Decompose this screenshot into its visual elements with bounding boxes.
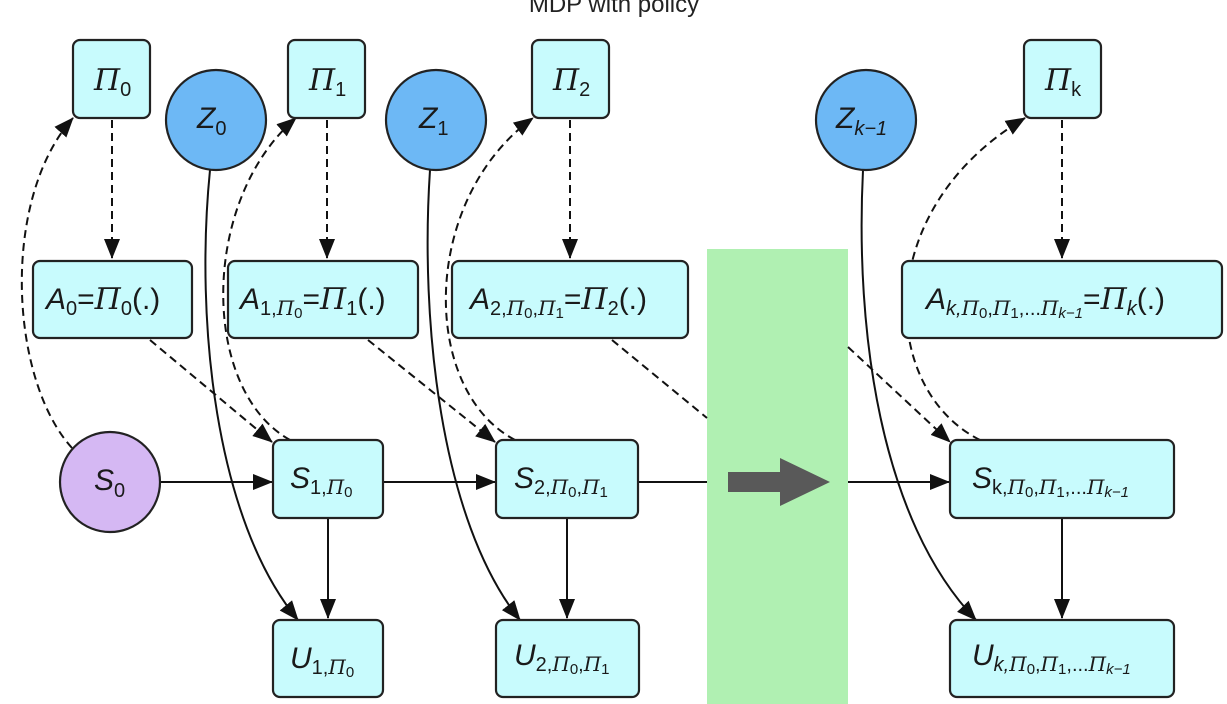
node-u1: U1,Π0 — [271, 618, 385, 699]
diagram-title: MDP with policy — [529, 0, 699, 18]
edge-a1-s2 — [367, 339, 496, 443]
node-uk: Uk,Π0,Π1,...Πk−1 — [948, 618, 1176, 699]
node-pik: Πk — [1022, 38, 1103, 120]
svg-text:Z1: Z1 — [418, 102, 448, 140]
svg-text:Sk,Π0,Π1,...Πk−1: Sk,Π0,Π1,...Πk−1 — [972, 462, 1129, 501]
node-a2: A2,Π0,Π1=Π2(.) — [450, 259, 690, 340]
edge-a2-gap — [611, 339, 708, 419]
node-u2: U2,Π0,Π1 — [494, 618, 641, 699]
node-s0: S0 — [58, 430, 162, 534]
node-s1: S1,Π0 — [271, 438, 385, 520]
node-pi2: Π2 — [530, 38, 611, 120]
gap-arrow-icon — [728, 458, 830, 506]
svg-text:S1,Π0: S1,Π0 — [290, 462, 353, 501]
node-pi1: Π1 — [286, 38, 367, 120]
node-pi0: Π0 — [71, 38, 152, 120]
svg-text:Π2: Π2 — [552, 63, 590, 101]
node-zk1: Zk−1 — [814, 68, 918, 172]
node-ak: Ak,Π0,Π1,...Πk−1=Πk(.) — [900, 259, 1224, 340]
edge-s2-pi2 — [444, 117, 534, 441]
svg-text:Π1: Π1 — [308, 63, 346, 101]
svg-text:S2,Π0,Π1: S2,Π0,Π1 — [514, 462, 608, 501]
svg-text:U1,Π0: U1,Π0 — [290, 642, 354, 681]
edge-z0-u1 — [204, 169, 299, 621]
svg-text:Π0: Π0 — [93, 63, 131, 101]
node-a0: A0=Π0(.) — [31, 259, 194, 340]
svg-text:Z0: Z0 — [196, 102, 226, 140]
svg-text:Uk,Π0,Π1,...Πk−1: Uk,Π0,Π1,...Πk−1 — [972, 639, 1131, 678]
svg-text:A0=Π0(.): A0=Π0(.) — [44, 282, 160, 320]
edge-s1-pi1 — [222, 117, 297, 441]
edge-a0-s1 — [149, 339, 273, 443]
node-sk: Sk,Π0,Π1,...Πk−1 — [948, 438, 1176, 520]
svg-text:Zk−1: Zk−1 — [835, 102, 887, 140]
node-s2: S2,Π0,Π1 — [494, 438, 640, 520]
node-z0: Z0 — [164, 68, 268, 172]
svg-text:A2,Π0,Π1=Π2(.): A2,Π0,Π1=Π2(.) — [468, 282, 647, 322]
edge-s0-pi0 — [20, 117, 74, 449]
svg-text:Πk: Πk — [1044, 63, 1082, 101]
svg-text:Ak,Π0,Π1,...Πk−1=Πk(.): Ak,Π0,Π1,...Πk−1=Πk(.) — [924, 282, 1165, 322]
node-a1: A1,Π0=Π1(.) — [226, 259, 420, 340]
edge-z1-u2 — [426, 169, 521, 621]
node-z1: Z1 — [384, 68, 488, 172]
svg-text:S0: S0 — [94, 464, 125, 502]
edge-gap-sk-dashed — [847, 346, 951, 443]
edge-zk1-uk — [860, 169, 977, 621]
svg-text:U2,Π0,Π1: U2,Π0,Π1 — [514, 639, 610, 678]
svg-text:A1,Π0=Π1(.): A1,Π0=Π1(.) — [238, 282, 386, 322]
